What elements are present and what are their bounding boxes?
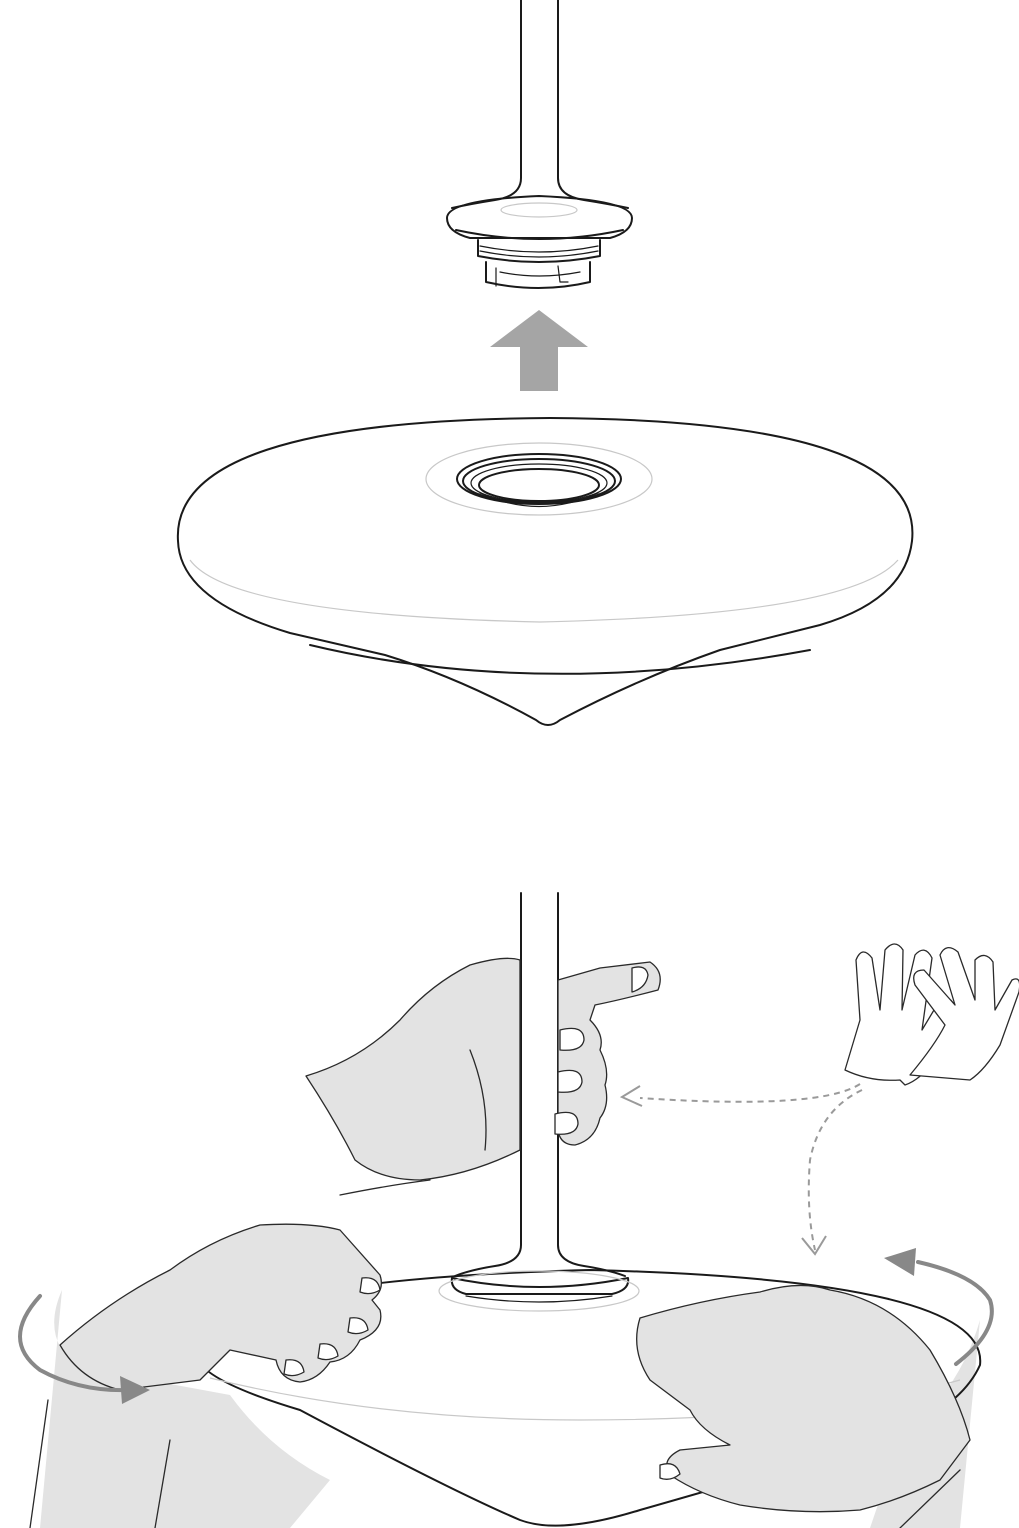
lamp-stem (452, 0, 628, 208)
up-arrow-icon (490, 310, 588, 391)
hand-holding-stem (306, 958, 660, 1195)
lamp-base (178, 418, 913, 725)
dashed-guide-arrows (622, 1084, 862, 1254)
step-1-detach-stem (178, 0, 913, 725)
stem-foot-disc (447, 196, 632, 288)
gloves-icon (845, 944, 1019, 1085)
step-2-twist-base (20, 893, 1019, 1528)
